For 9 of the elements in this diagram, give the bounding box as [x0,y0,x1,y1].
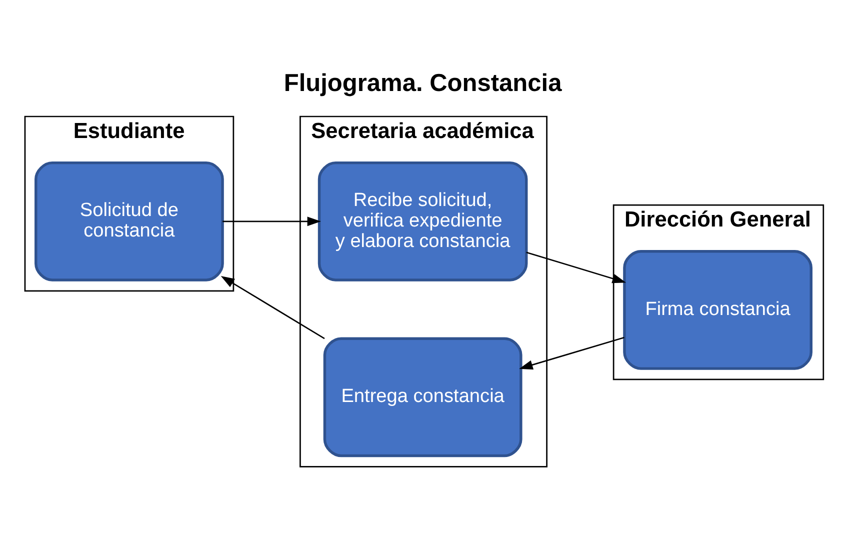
diagram-title: Flujograma. Constancia [284,70,562,97]
node-box: Recibe solicitud, verifica expediente y elabora constancia [318,160,528,281]
node-box: Firma constancia [623,250,812,370]
arrow [519,336,624,369]
arrow [222,216,321,226]
node-box: Entrega constancia [323,336,522,457]
arrow [220,275,325,339]
node-box: Solicitud de constancia [34,160,224,281]
arrow [526,251,626,283]
